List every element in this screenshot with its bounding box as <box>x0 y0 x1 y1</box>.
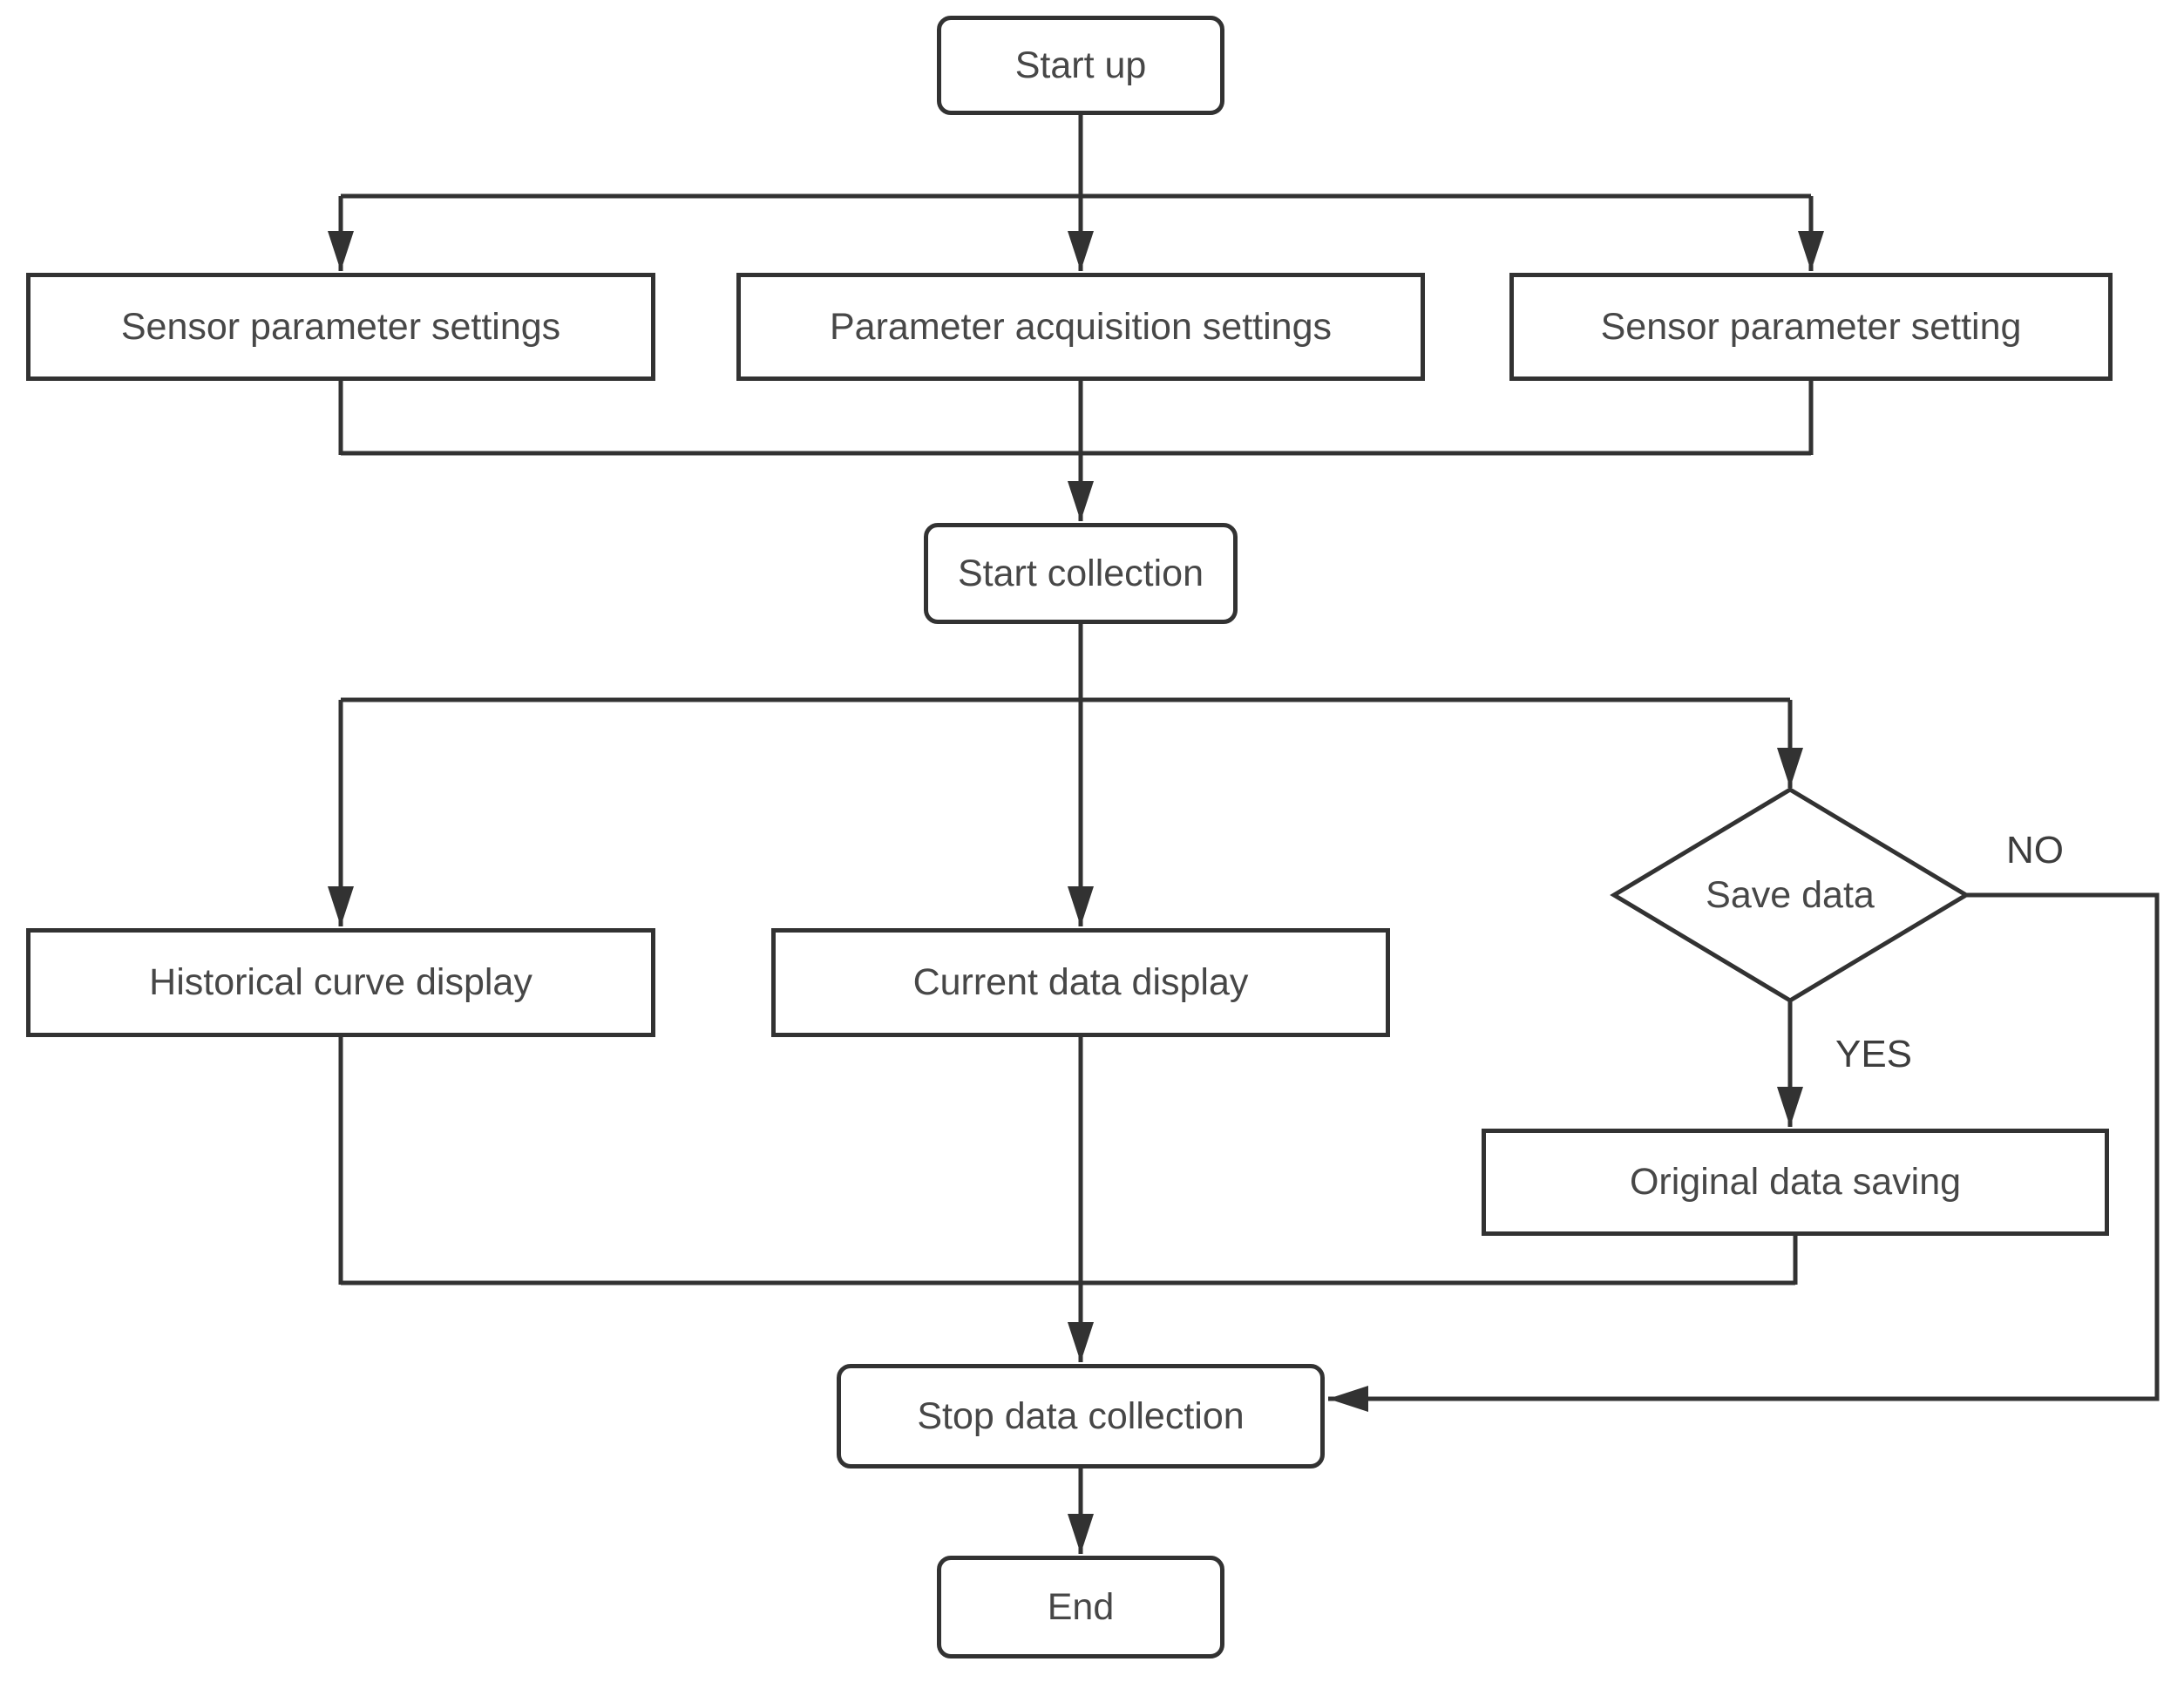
node-sensor-parameter-settings: Sensor parameter settings <box>26 273 655 381</box>
node-historical-curve-display: Historical curve display <box>26 928 655 1037</box>
node-end: End <box>937 1556 1224 1658</box>
node-parameter-acquisition-settings: Parameter acquisition settings <box>736 273 1425 381</box>
node-start-up: Start up <box>937 16 1224 115</box>
node-sensor-parameter-setting: Sensor parameter setting <box>1509 273 2113 381</box>
node-save-data-label: Save data <box>1706 873 1875 916</box>
node-start-collection: Start collection <box>924 523 1238 624</box>
edge-save-data-no-to-stop-data-collection <box>1328 892 2160 1412</box>
node-original-data-saving: Original data saving <box>1482 1129 2109 1236</box>
node-current-data-display: Current data display <box>771 928 1390 1037</box>
edge-label-no: NO <box>2006 829 2064 872</box>
edge-label-yes: YES <box>1835 1033 1913 1075</box>
node-stop-data-collection: Stop data collection <box>837 1364 1325 1469</box>
